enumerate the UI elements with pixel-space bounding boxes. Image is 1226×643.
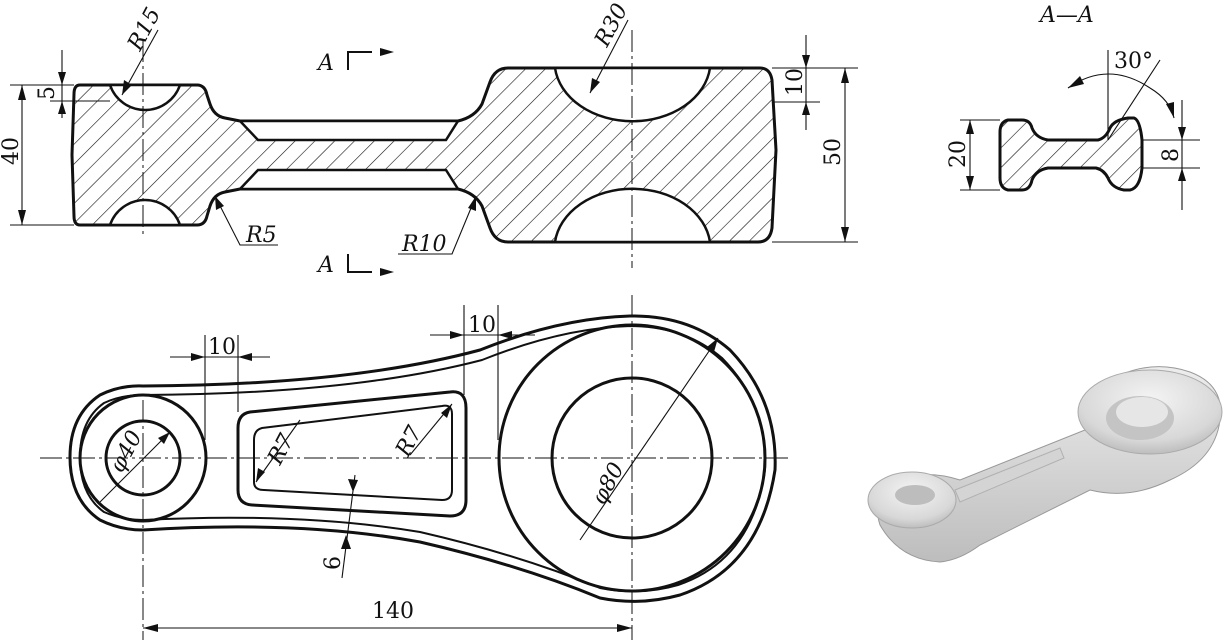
section-a-a-view [960,50,1200,210]
label-dim-40: 40 [0,137,24,165]
label-dim-5: 5 [35,86,60,100]
right-boss-outline [497,323,767,593]
label-dim-10-left: 10 [208,335,236,360]
section-a-a-outline [998,116,1144,192]
label-dim-10-right: 10 [468,313,496,338]
label-dim-20: 20 [946,140,971,168]
label-phi80: φ80 [587,459,629,509]
label-dim-8: 8 [1159,148,1184,162]
label-dim-140: 140 [372,599,414,624]
isometric-part-render [867,366,1223,563]
label-dim-50: 50 [821,138,846,166]
label-section-a-bottom: A [316,253,334,278]
label-dim-10-top: 10 [783,68,808,96]
label-r30: R30 [590,0,633,52]
label-r7-right: R7 [391,422,428,462]
label-section-a-top: A [316,51,334,76]
pocket-outer [236,390,468,518]
front-section-view [10,19,858,276]
web-groove-top [237,119,461,142]
top-view [40,295,790,640]
top-view-outer-outline [68,314,777,603]
label-angle: 30° [1114,49,1153,74]
pocket-inner [253,404,453,502]
label-r10: R10 [401,232,447,257]
label-phi40: φ40 [105,427,147,477]
r15-top-arc [108,83,182,112]
web-groove-bottom [237,168,461,191]
label-section-title: A—A [1038,3,1094,28]
label-r15: R15 [123,4,166,56]
label-r5: R5 [245,223,277,248]
r15-bottom-arc [108,198,182,227]
label-dim-6: 6 [321,556,346,570]
top-view-inner-outline [78,324,767,593]
